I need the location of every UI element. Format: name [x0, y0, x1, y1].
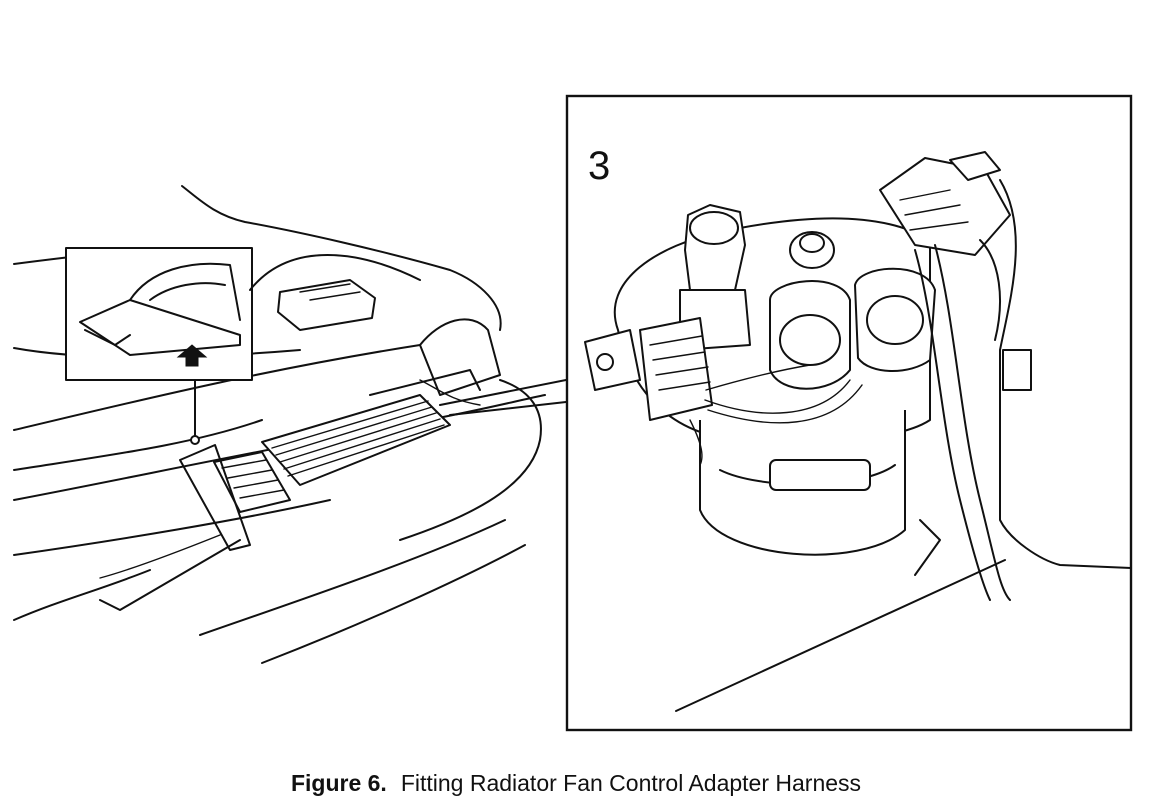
- connector-right-face: [866, 295, 924, 345]
- headlamp: [419, 318, 501, 396]
- mounting-tab-hole: [596, 353, 614, 371]
- main-harness-a: [914, 249, 991, 601]
- shroud-clip: [1002, 349, 1032, 391]
- figure-caption: Figure 6. Fitting Radiator Fan Control Ad…: [0, 770, 1152, 797]
- figure-title: Fitting Radiator Fan Control Adapter Har…: [400, 770, 862, 796]
- inset-arrow-icon: [176, 344, 208, 367]
- harness-plug: [879, 157, 1011, 256]
- inset-bracket: [84, 329, 131, 346]
- centre-panel: [179, 444, 251, 551]
- wiring-strip-coil: [99, 534, 221, 579]
- motor-label-slot: [769, 459, 871, 491]
- bolt-head: [689, 211, 739, 245]
- adapter-connector: [639, 317, 713, 421]
- leader-line-upper: [439, 379, 567, 406]
- figure-label: Figure 6.: [290, 770, 387, 796]
- adapter-connector-ribs: [649, 335, 711, 391]
- inset-hose: [129, 262, 241, 321]
- bumper-lower: [13, 499, 331, 556]
- radiator-bracket: [369, 369, 481, 396]
- windshield-line: [181, 185, 502, 331]
- inset-frame: [65, 247, 253, 381]
- shroud-edge: [999, 179, 1132, 569]
- grille-body: [261, 394, 451, 486]
- wiring-strip: [99, 539, 241, 611]
- connector-left-face: [779, 314, 841, 366]
- side-vent-slats: [221, 459, 285, 499]
- bay-hose: [249, 254, 421, 291]
- adapter-wire-2: [707, 384, 863, 424]
- shroud-bottom: [914, 519, 941, 576]
- lower-body-1: [199, 519, 506, 636]
- main-harness-b: [934, 244, 1011, 601]
- harness-plug-clip: [949, 151, 1001, 181]
- adapter-wire-3: [705, 364, 811, 391]
- radiator-support: [675, 559, 1006, 712]
- fan-relay-box: [277, 279, 376, 331]
- detail-leader: [439, 379, 567, 416]
- terminal-nut-top: [799, 233, 825, 253]
- fender-line: [13, 419, 263, 471]
- lower-body-2: [261, 544, 526, 664]
- lower-body-3: [13, 569, 151, 621]
- inset-hose-2: [149, 282, 226, 301]
- hood-crease: [13, 344, 421, 431]
- inset-panel: [79, 299, 241, 356]
- shroud-inner: [979, 239, 1001, 341]
- bumper-curve: [399, 379, 542, 541]
- harness-lead: [419, 379, 481, 406]
- inset-leader-dot: [190, 435, 200, 445]
- leader-line-lower: [449, 401, 567, 416]
- adapter-wire-coil: [689, 419, 703, 466]
- adapter-wire-1: [704, 379, 851, 414]
- fan-relay-top: [299, 283, 361, 301]
- detail-number: 3: [588, 144, 611, 188]
- engine-bay-parts: [249, 254, 421, 331]
- car-front-overview: [13, 185, 546, 664]
- engine-bay-inset: [65, 247, 253, 445]
- detail-panel: [565, 94, 1133, 732]
- grille-slats: [271, 400, 445, 477]
- harness-plug-ribs: [899, 189, 969, 231]
